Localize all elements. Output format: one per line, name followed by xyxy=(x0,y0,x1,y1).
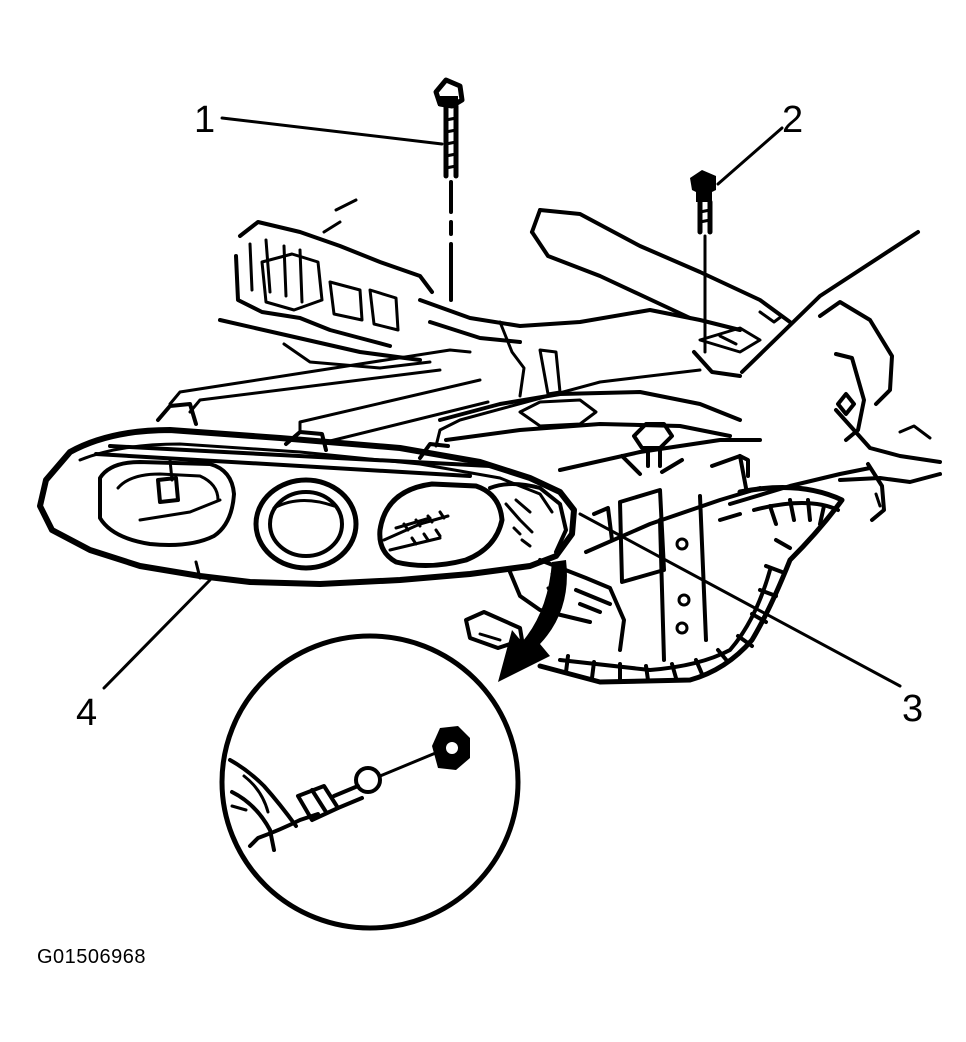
bolt-1-icon xyxy=(433,77,465,302)
detail-inset xyxy=(219,633,521,931)
removal-arrow-icon xyxy=(498,560,567,682)
radiator-support-structure xyxy=(218,198,920,476)
leader-lines xyxy=(102,116,902,690)
figure-id-label: G01506968 xyxy=(37,946,147,968)
callout-3-label: 3 xyxy=(902,688,924,730)
callout-1-label: 1 xyxy=(194,99,216,141)
callout-4-label: 4 xyxy=(76,692,98,734)
headlamp-assembly xyxy=(37,348,702,587)
fender-wheelhouse xyxy=(537,300,942,685)
bolt-2-icon xyxy=(690,170,716,354)
callout-2-label: 2 xyxy=(782,99,804,141)
